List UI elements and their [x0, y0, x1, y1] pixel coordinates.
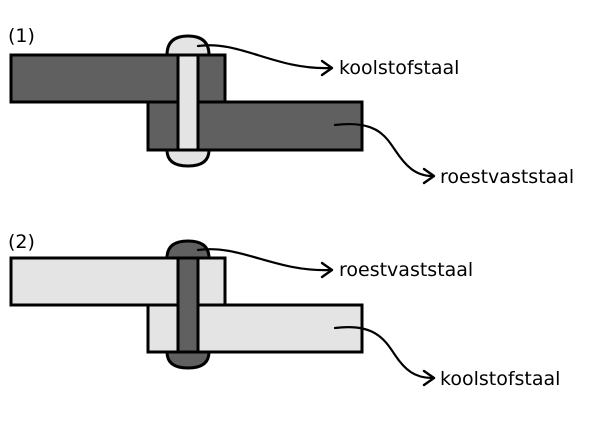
- panel-2-arrowhead-top: [320, 261, 334, 279]
- panel-2-label-bottom: koolstofstaal: [440, 368, 560, 390]
- panel-1-rivet-head-top: [165, 34, 211, 57]
- panel-1-arrowhead-top: [320, 59, 334, 77]
- panel-2-leader-top: [196, 248, 332, 272]
- panel-1-label-top: koolstofstaal: [339, 57, 459, 79]
- panel-1-rivet-head-bottom: [165, 148, 211, 168]
- panel-1-leader-top: [196, 44, 332, 70]
- panel-2-rivet-head-top: [165, 239, 211, 260]
- panel-2-rivet-head-bottom: [165, 350, 211, 370]
- panel-1: (1) koolstofstaal roestvaststaal: [8, 25, 574, 188]
- panel-2-leader-bottom: [333, 326, 434, 380]
- panel-1-rivet-shank: [176, 53, 200, 152]
- panel-2-label-top: roestvaststaal: [339, 259, 473, 281]
- panel-1-label-bottom: roestvaststaal: [440, 166, 574, 188]
- panel-1-number: (1): [8, 25, 35, 47]
- panel-2-number: (2): [8, 231, 35, 253]
- panel-2: (2) roestvaststaal koolstofstaal: [8, 231, 560, 390]
- panel-1-leader-bottom: [333, 122, 434, 178]
- panel-1-arrowhead-bottom: [422, 167, 436, 185]
- panel-2-arrowhead-bottom: [422, 369, 436, 387]
- panel-2-rivet-shank: [176, 256, 200, 354]
